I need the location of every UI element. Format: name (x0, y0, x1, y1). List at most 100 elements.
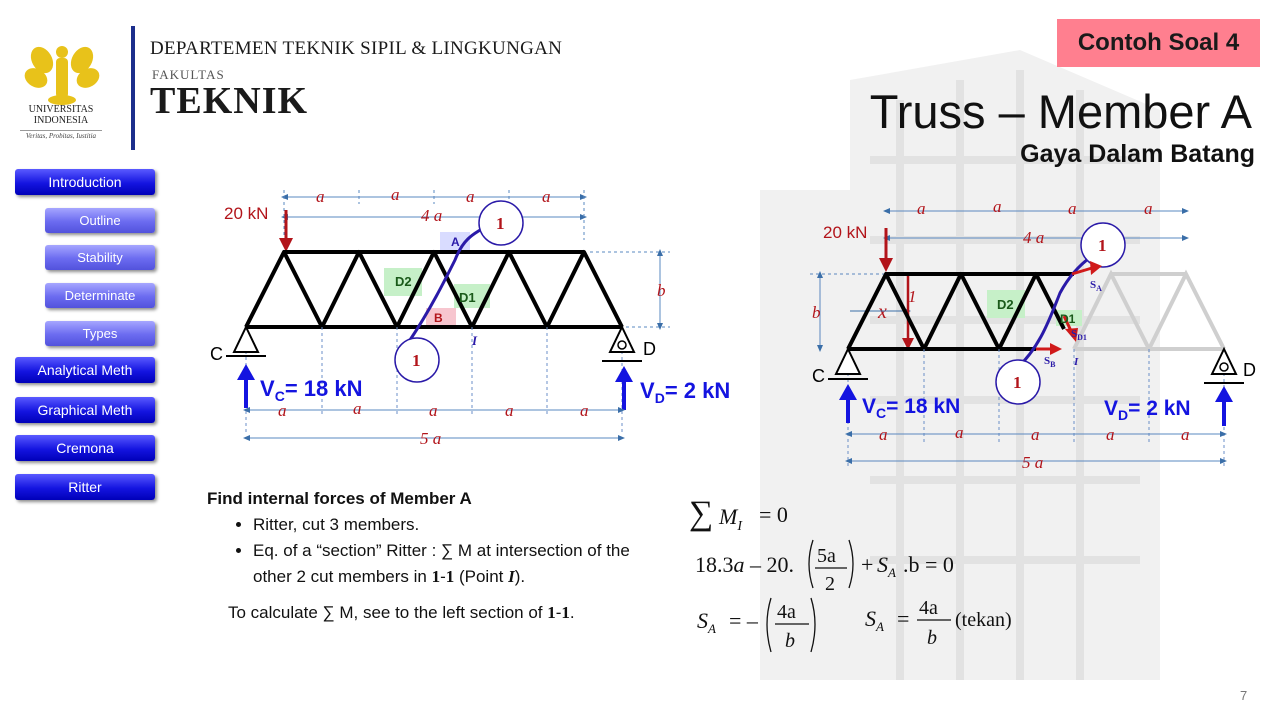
nav-outline-button[interactable]: Outline (45, 208, 155, 233)
dim-a-top-3: a (466, 187, 475, 206)
r-point-one: 1 (908, 287, 917, 306)
eq-frac3-num: 4a (919, 597, 938, 619)
member-b-highlight (426, 308, 456, 326)
r-dim-a-bottom-5: a (1181, 425, 1190, 444)
eq-frac2-den: b (785, 630, 795, 652)
r-member-d1-label: D1 (1060, 312, 1076, 326)
dim-a-bottom-4: a (505, 401, 514, 420)
bottom-dimension-lines (243, 407, 625, 441)
university-motto: Veritas, Probitas, Iustitia (20, 130, 102, 140)
r-dim-a-bottom-1: a (879, 425, 888, 444)
member-a-label: A (451, 235, 460, 249)
nav-cremona-button[interactable]: Cremona (15, 435, 155, 461)
slide-subtitle: Gaya Dalam Batang (1020, 140, 1255, 168)
nav-determinate-button[interactable]: Determinate (45, 283, 155, 308)
nav-ritter-button[interactable]: Ritter (15, 474, 155, 500)
nav-introduction-button[interactable]: Introduction (15, 169, 155, 195)
eq-frac1-num: 5a (817, 545, 836, 567)
r-point-i-label: I (1073, 356, 1079, 368)
eq-plus: + (861, 552, 873, 577)
eq-line2-end: .b = 0 (903, 552, 954, 577)
reaction-arrow-d (615, 366, 633, 410)
r-support-d-label: D (1243, 360, 1256, 380)
dim-a-bottom-5: a (580, 401, 589, 420)
eq-sa-term: SA (877, 552, 896, 580)
r-dim-x: x (877, 301, 887, 323)
equations-block: ∑ MI = 0 18.3a – 20. 5a 2 + SA .b = 0 SA… (689, 495, 1012, 653)
eq-neg-sign: = – (729, 608, 759, 633)
force-sb-label: SB (1044, 355, 1056, 369)
r-dim-a-bottom-4: a (1106, 425, 1115, 444)
bullet-equation: Eq. of a “section” Ritter : ∑ M at inter… (253, 538, 657, 590)
r-support-c-icon (828, 346, 868, 380)
eq-line1-zero: = 0 (759, 502, 788, 527)
r-support-c-label: C (812, 366, 825, 386)
slide-title: Truss – Member A (869, 85, 1252, 138)
r-dim-a-top-2: a (993, 198, 1002, 216)
member-d1-label: D1 (459, 290, 476, 305)
r-reaction-d-label: VD= 2 kN (1104, 397, 1191, 423)
force-sd1-arrow (1062, 315, 1078, 342)
eq-sa-left: SA (697, 608, 716, 636)
r-dim-4a-top: 4 a (1023, 228, 1044, 247)
university-line2: INDONESIA (33, 115, 89, 126)
cut-label-bottom-left: 1 (412, 351, 421, 370)
r-dim-a-top-4: a (1144, 199, 1153, 218)
load-label-right: 20 kN (823, 223, 867, 242)
r-bottom-dimension-lines (845, 431, 1227, 464)
department-name: DEPARTEMEN TEKNIK SIPIL & LINGKUNGAN (150, 38, 563, 59)
r-reaction-c-label: VC= 18 kN (862, 395, 960, 421)
support-c-label: C (210, 344, 223, 364)
support-d-label: D (643, 339, 656, 359)
support-c-icon (226, 324, 266, 357)
university-name: UNIVERSITAS INDONESIA (20, 104, 102, 126)
dim-a-top-4: a (542, 187, 551, 206)
reaction-c-label: VC= 18 kN (260, 376, 362, 404)
member-d2-label: D2 (395, 274, 412, 289)
university-logo-icon (24, 46, 100, 105)
truss-diagram-right: a a a a 4 a b x 1 20 kN 1 1 (810, 198, 1256, 472)
truss-members-right (846, 272, 1074, 351)
faculty-big: TEKNIK (150, 80, 309, 122)
r-cut-marker-bottom (995, 359, 1041, 405)
example-badge: Contoh Soal 4 (1057, 19, 1260, 67)
r-dim-a-bottom-3: a (1031, 425, 1040, 444)
dim-a-bottom-3: a (429, 401, 438, 420)
eq-paren-right-2 (810, 597, 816, 653)
body-bullet-list: Ritter, cut 3 members. Eq. of a “section… (207, 512, 657, 590)
faculty-small: FAKULTAS (152, 67, 225, 82)
nav-types-button[interactable]: Types (45, 321, 155, 346)
cut-marker-top-left (478, 200, 524, 246)
r-dim-b: b (812, 303, 821, 322)
eq-frac2-num: 4a (777, 601, 796, 623)
eq-paren-left-2 (766, 597, 772, 653)
top-dimension-lines (281, 190, 670, 330)
truss-members-left (244, 250, 624, 329)
nav-analytical-button[interactable]: Analytical Meth (15, 357, 155, 383)
dim-5a-bottom: 5 a (420, 429, 441, 448)
eq-line2-start: 18.3a – 20. (695, 552, 794, 577)
eq-paren-left-1 (808, 539, 814, 589)
eq-frac3-den: b (927, 627, 937, 649)
body-heading: Find internal forces of Member A (207, 489, 472, 508)
bullet-ritter: Ritter, cut 3 members. (253, 512, 657, 538)
member-b-label: B (434, 311, 443, 325)
load-arrow-right (879, 228, 893, 272)
body-note: To calculate ∑ M, see to the left sectio… (228, 603, 575, 622)
truss-diagram-left: a a a a 4 a b 20 kN 1 1 A D2 D1 B I (210, 185, 730, 448)
top-dimension-lines-right (810, 208, 1189, 352)
reaction-d-label: VD= 2 kN (640, 378, 730, 406)
r-cut-marker-top (1080, 222, 1126, 268)
nav-stability-button[interactable]: Stability (45, 245, 155, 270)
load-label-left: 20 kN (224, 204, 268, 223)
eq-pos-sign: = (897, 606, 909, 631)
force-sa-label: SA (1090, 279, 1102, 293)
r-cut-label-bottom: 1 (1013, 373, 1022, 392)
page-number: 7 (1240, 688, 1248, 703)
r-member-d2-label: D2 (997, 297, 1014, 312)
nav-graphical-button[interactable]: Graphical Meth (15, 397, 155, 423)
eq-tekan: (tekan) (955, 609, 1012, 631)
section-cut-line-left (408, 222, 493, 341)
header-divider (131, 26, 135, 150)
eq-sum-symbol: ∑ (689, 495, 713, 532)
